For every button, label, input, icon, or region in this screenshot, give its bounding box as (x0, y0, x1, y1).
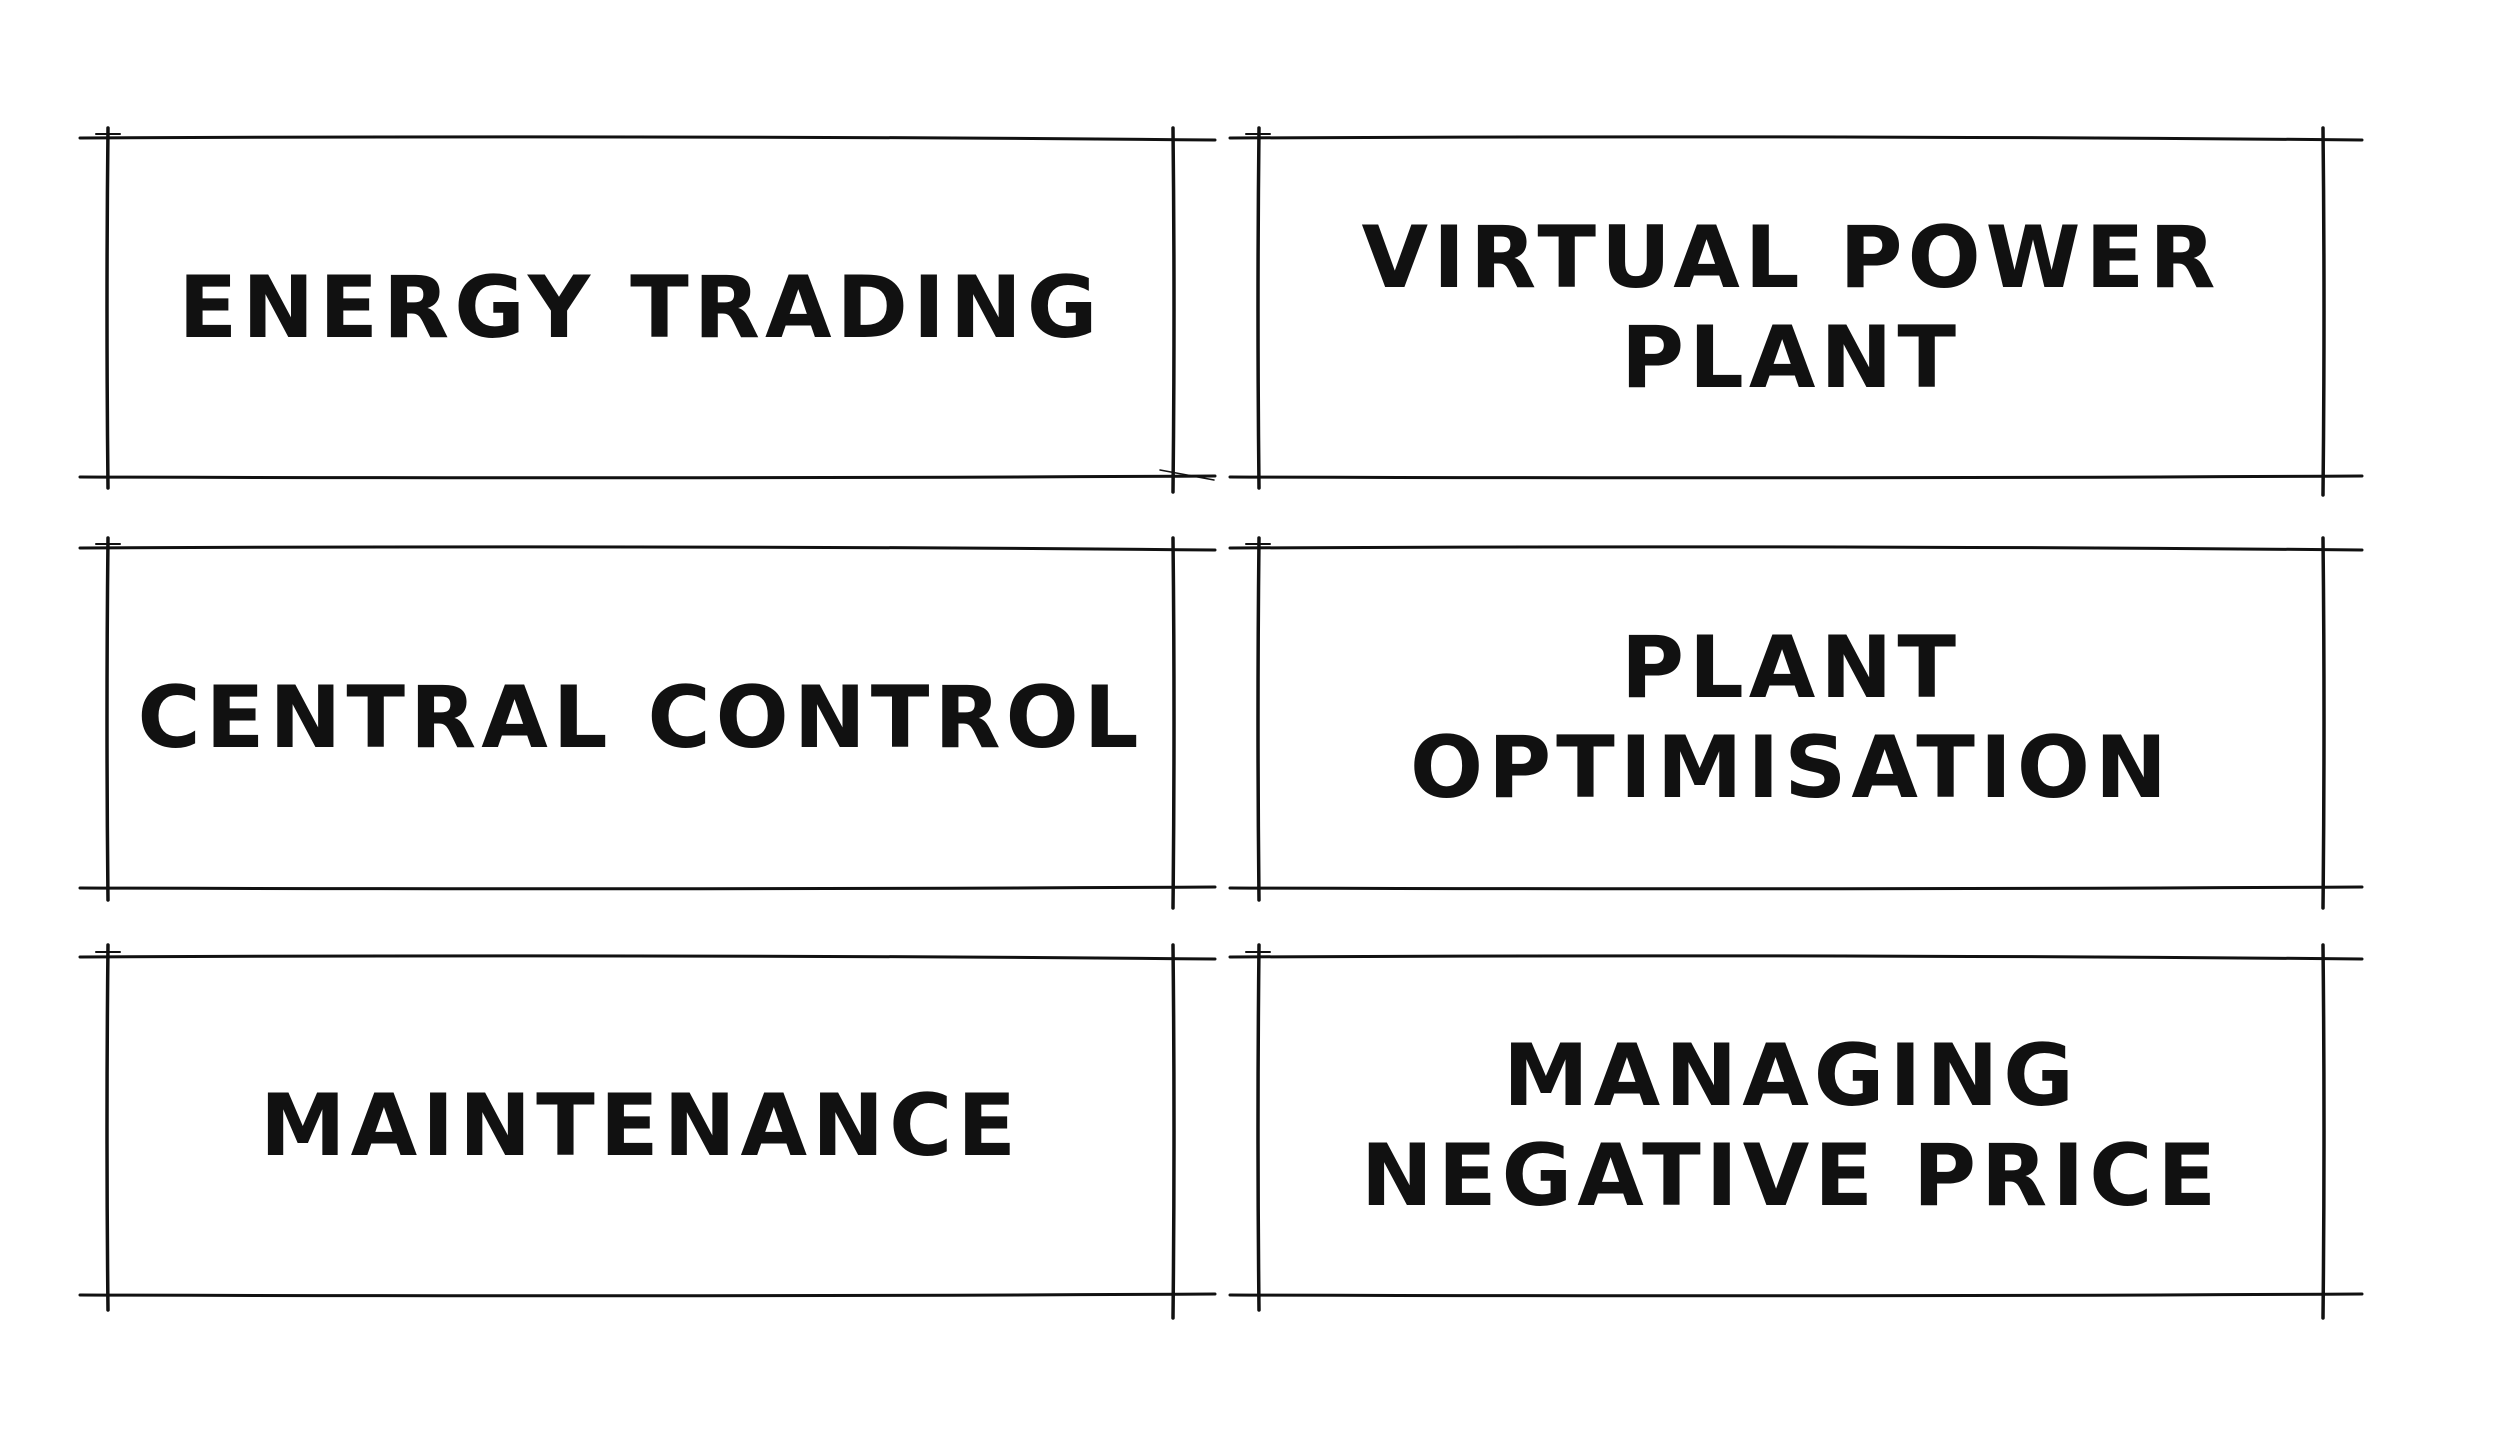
box-maintenance-label: MAINTENANCE (108, 957, 1173, 1295)
box-central-control-frame (78, 536, 1217, 910)
box-central-control-label: CENTRAL CONTROL (108, 548, 1173, 888)
box-plant-optimisation-label: PLANT OPTIMISATION (1259, 548, 2323, 888)
box-label-line: CENTRAL CONTROL (137, 668, 1144, 768)
box-maintenance-frame (78, 943, 1217, 1320)
box-label-line: MANAGING (1503, 1026, 2079, 1126)
box-plant-optimisation-frame (1228, 536, 2364, 910)
box-virtual-power-plant-frame (1228, 126, 2364, 497)
box-label-line: VIRTUAL POWER (1361, 207, 2221, 308)
box-label-line: OPTIMISATION (1410, 718, 2172, 818)
box-managing-negative-price-label: MANAGING NEGATIVE PRICE (1259, 957, 2323, 1295)
box-label-line: MAINTENANCE (260, 1076, 1021, 1176)
box-energy-trading-frame (78, 126, 1217, 494)
box-energy-trading-label: ENERGY TRADING (108, 138, 1173, 477)
box-label-line: PLANT (1620, 618, 1961, 718)
box-virtual-power-plant-label: VIRTUAL POWER PLANT (1259, 138, 2323, 477)
box-managing-negative-price-frame (1228, 943, 2364, 1320)
box-label-line: ENERGY TRADING (178, 257, 1103, 358)
box-label-line: NEGATIVE PRICE (1360, 1126, 2222, 1226)
box-label-line: PLANT (1620, 307, 1962, 408)
